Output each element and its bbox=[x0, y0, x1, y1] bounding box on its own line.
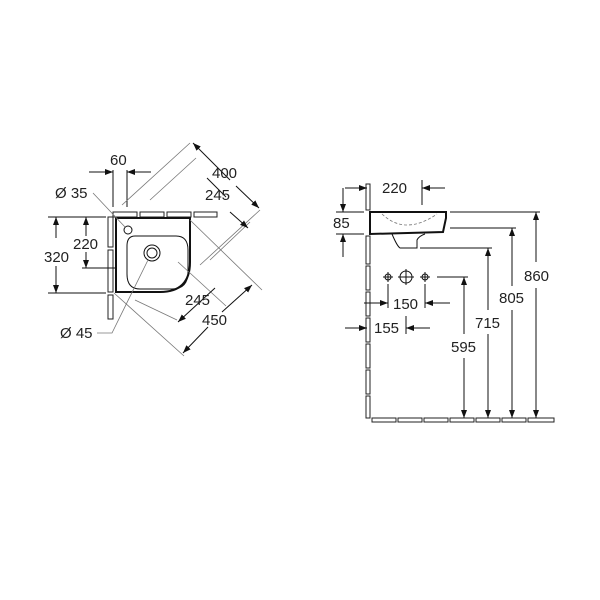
wall bbox=[365, 183, 371, 419]
top-view: 60 Ø 35 320 220 Ø 45 400 245 bbox=[44, 142, 263, 357]
wall-tiles-top bbox=[112, 211, 218, 218]
dim-320: 320 bbox=[44, 249, 69, 266]
basin-bowl bbox=[126, 235, 189, 290]
basin-outline bbox=[115, 217, 191, 293]
floor-tiles bbox=[371, 417, 555, 423]
basin-side bbox=[369, 211, 447, 236]
dim-400: 400 bbox=[212, 165, 237, 182]
dim-245-top: 245 bbox=[205, 187, 230, 204]
dim-715: 715 bbox=[475, 315, 500, 332]
dim-805: 805 bbox=[499, 290, 524, 307]
dim-150: 150 bbox=[393, 296, 418, 313]
waste-connection-icon bbox=[398, 269, 414, 285]
dim-245-bottom: 245 bbox=[185, 292, 210, 309]
overflow-icon bbox=[123, 225, 133, 235]
dim-595: 595 bbox=[451, 339, 476, 356]
dim-220-side: 220 bbox=[382, 180, 407, 197]
dim-155: 155 bbox=[374, 320, 399, 337]
trap bbox=[391, 233, 426, 249]
dim-450: 450 bbox=[202, 312, 227, 329]
dim-60: 60 bbox=[110, 152, 127, 169]
overflow-diameter-label: Ø 35 bbox=[55, 185, 88, 202]
water-connection-icon bbox=[383, 272, 393, 282]
drain-diameter-label: Ø 45 bbox=[60, 325, 93, 342]
drain-icon bbox=[143, 244, 161, 262]
side-view: 220 85 860 805 715 595 150 155 bbox=[333, 180, 555, 423]
dim-860: 860 bbox=[524, 268, 549, 285]
water-connection-icon bbox=[420, 272, 430, 282]
dim-220-top: 220 bbox=[73, 236, 98, 253]
dim-85: 85 bbox=[333, 215, 350, 232]
